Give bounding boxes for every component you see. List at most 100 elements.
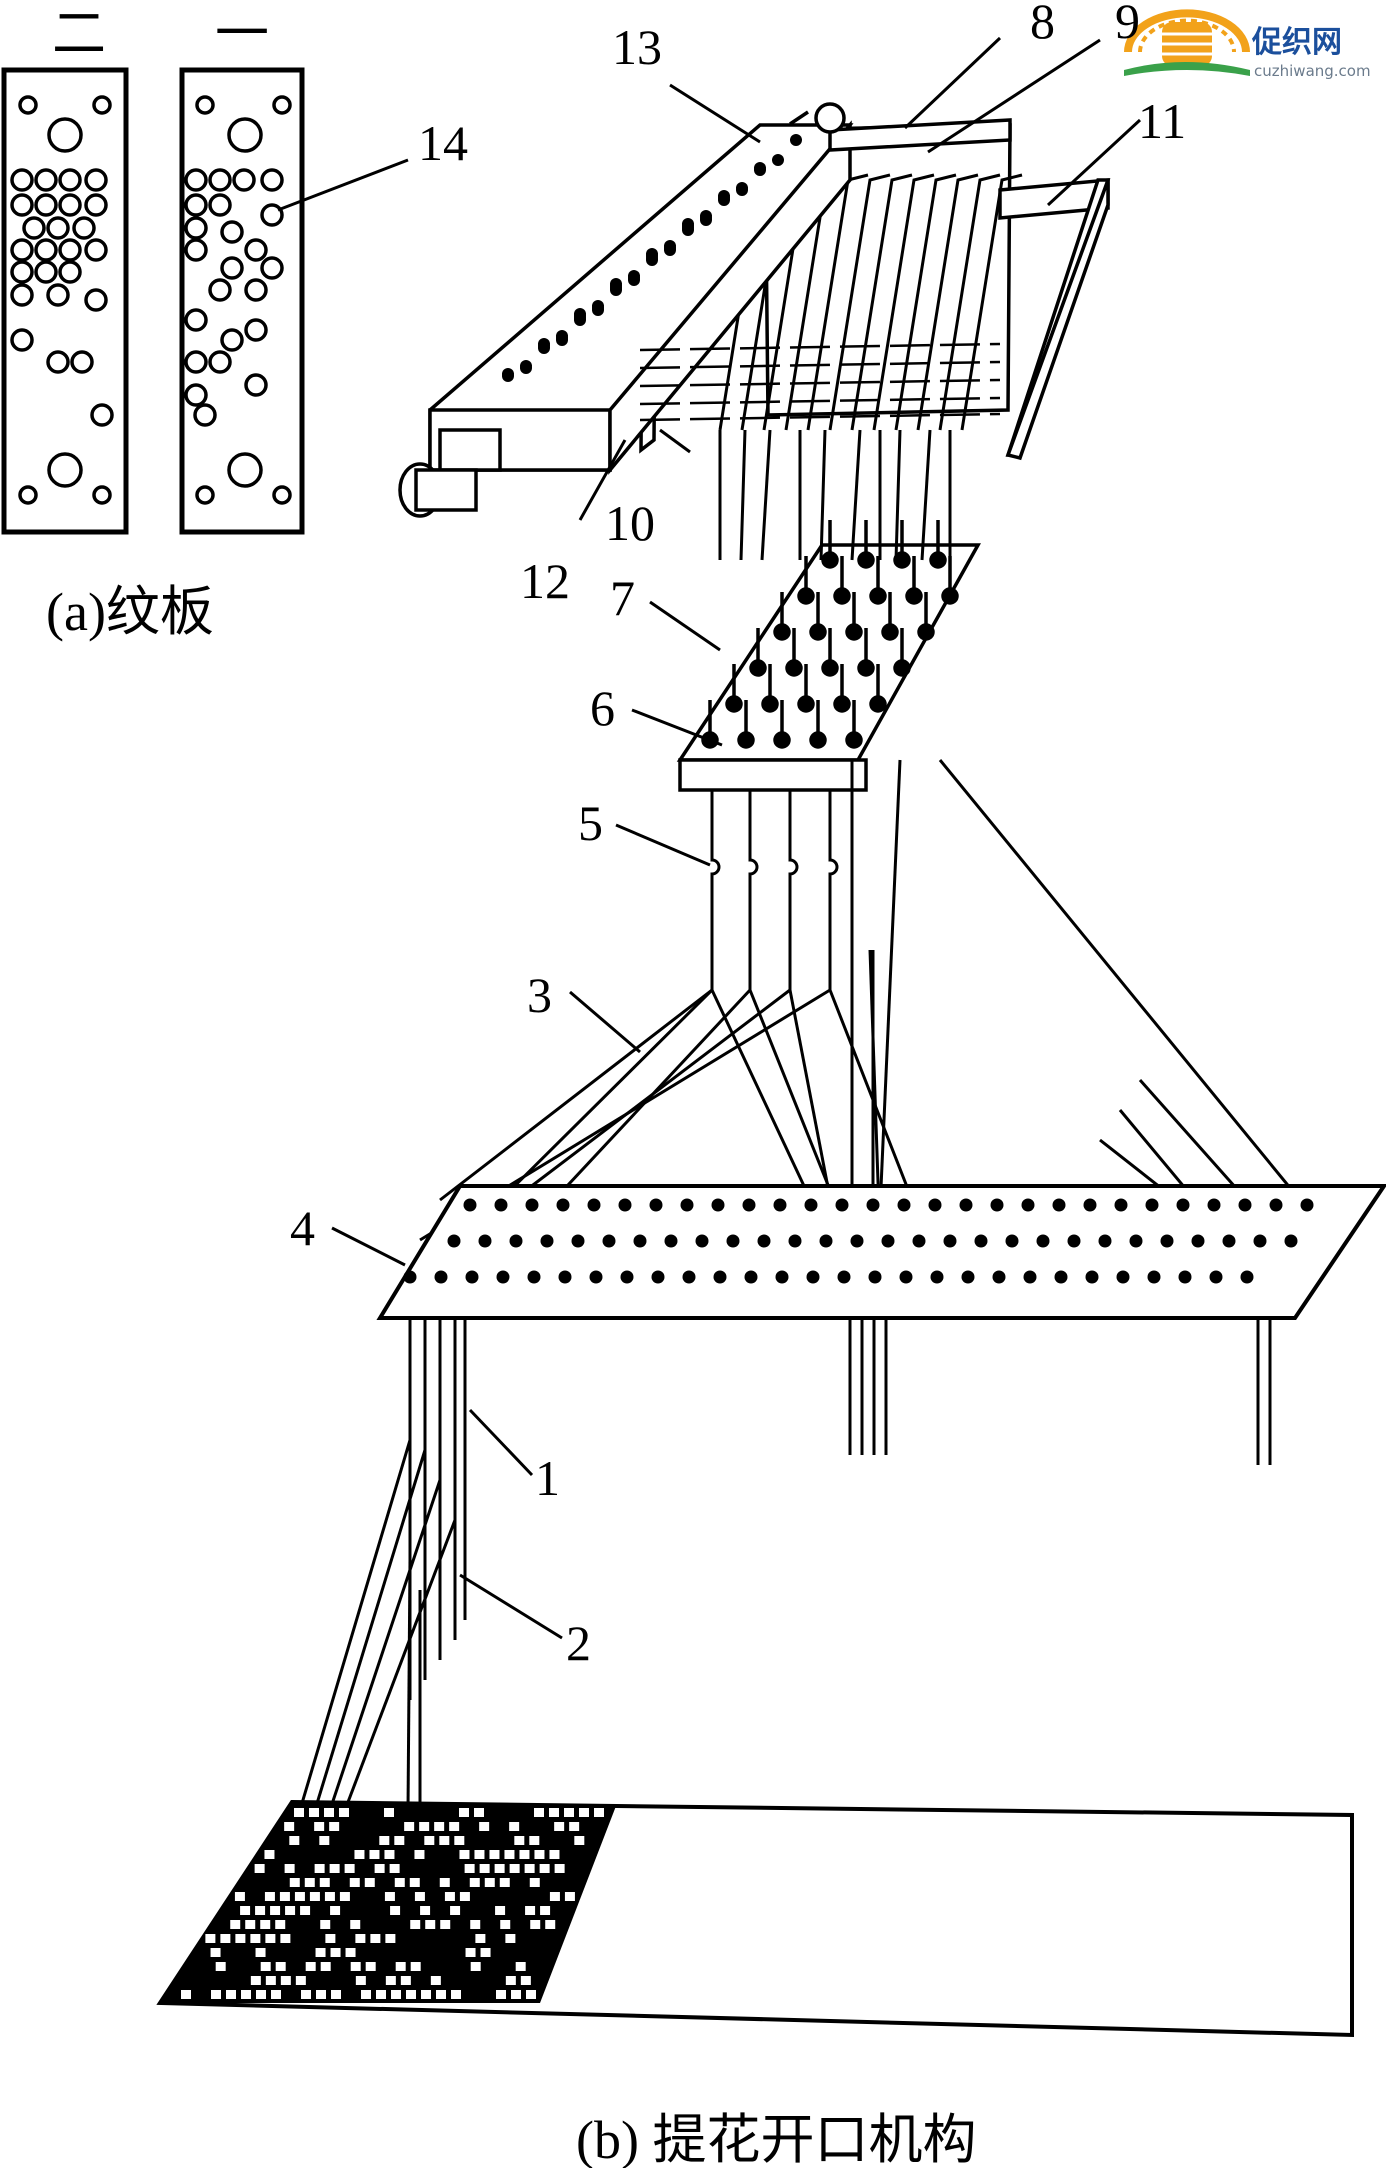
hook bbox=[938, 173, 1001, 431]
neck-cord bbox=[788, 790, 799, 990]
card-title-2: 二 bbox=[52, 4, 106, 64]
fabric-cell bbox=[339, 1808, 349, 1817]
fabric-cell bbox=[549, 1808, 559, 1817]
fabric-cell bbox=[300, 1906, 311, 1915]
plate-peg bbox=[809, 731, 827, 749]
fabric-cell bbox=[215, 1962, 226, 1971]
warp-thread bbox=[343, 1519, 457, 1811]
comber-hole bbox=[726, 1234, 740, 1248]
fabric-cell bbox=[374, 1864, 385, 1873]
figured-pattern-cells bbox=[181, 1808, 604, 1999]
comber-hole bbox=[618, 1198, 632, 1212]
fabric-cell bbox=[389, 1864, 400, 1873]
card-hole bbox=[260, 203, 284, 227]
card-hole bbox=[220, 256, 244, 280]
warp-thread bbox=[406, 1559, 412, 1811]
comber-hole bbox=[1269, 1198, 1283, 1212]
peg bbox=[502, 368, 514, 380]
head-cord bbox=[760, 429, 772, 561]
plate-peg bbox=[797, 695, 815, 713]
fabric-cell bbox=[469, 1878, 480, 1887]
fabric-cell bbox=[464, 1864, 475, 1873]
peg bbox=[682, 218, 694, 230]
fabric-cell bbox=[505, 1934, 516, 1943]
peg bbox=[556, 330, 568, 342]
card-holes bbox=[10, 95, 292, 505]
comber-hole bbox=[1145, 1198, 1159, 1212]
fabric-cell bbox=[280, 1934, 291, 1943]
comber-hole bbox=[806, 1270, 820, 1284]
card-hole bbox=[260, 256, 284, 280]
fabric-cell bbox=[309, 1808, 319, 1817]
comber-hole bbox=[509, 1234, 523, 1248]
fabric-cell bbox=[350, 1962, 361, 1971]
fabric-cell bbox=[294, 1892, 305, 1901]
fabric-cell bbox=[545, 1920, 556, 1929]
card-hole bbox=[193, 403, 217, 427]
comber-hole bbox=[1191, 1234, 1205, 1248]
peg bbox=[592, 300, 604, 312]
label-7: 7 bbox=[610, 570, 635, 626]
fabric-cell bbox=[324, 1808, 334, 1817]
card-hole bbox=[260, 168, 284, 192]
plate-peg bbox=[809, 623, 827, 641]
comber-hole bbox=[478, 1234, 492, 1248]
label-3: 3 bbox=[527, 967, 552, 1023]
harness-cord bbox=[938, 759, 1302, 1201]
comber-hole bbox=[1085, 1270, 1099, 1284]
comber-hole bbox=[899, 1270, 913, 1284]
card-hole bbox=[46, 216, 70, 240]
card-hole bbox=[84, 288, 108, 312]
card-hole bbox=[208, 193, 232, 217]
fabric-cell bbox=[241, 1990, 251, 1999]
fabric-cell bbox=[425, 1920, 436, 1929]
fabric-cell bbox=[220, 1934, 231, 1943]
label-5: 5 bbox=[578, 795, 603, 851]
fabric-cell bbox=[480, 1948, 491, 1957]
comber-hole bbox=[1116, 1270, 1130, 1284]
fabric-cell bbox=[379, 1836, 390, 1845]
fabric-cell bbox=[414, 1850, 425, 1859]
fabric-cell bbox=[440, 1920, 451, 1929]
card-hole bbox=[46, 283, 70, 307]
fabric-cell bbox=[264, 1892, 275, 1901]
comber-hole bbox=[1178, 1270, 1192, 1284]
fabric-cell bbox=[284, 1864, 295, 1873]
fabric-cell bbox=[459, 1892, 470, 1901]
comber-hole bbox=[1160, 1234, 1174, 1248]
fabric-cell bbox=[494, 1864, 505, 1873]
fabric-cell bbox=[289, 1836, 300, 1845]
horizontal-needles bbox=[639, 342, 1001, 422]
fabric-cell bbox=[270, 1906, 281, 1915]
plate-peg bbox=[773, 731, 791, 749]
leader-14 bbox=[277, 158, 409, 212]
fabric-cell bbox=[339, 1892, 350, 1901]
peg bbox=[664, 240, 676, 252]
fabric-cell bbox=[385, 1976, 396, 1985]
fabric-cell bbox=[529, 1878, 540, 1887]
fabric-cell bbox=[430, 1976, 441, 1985]
fabric-cell bbox=[534, 1850, 545, 1859]
plate-peg bbox=[869, 587, 887, 605]
fabric-cell bbox=[349, 1878, 360, 1887]
fabric-cell bbox=[439, 1878, 450, 1887]
fabric-cell bbox=[240, 1906, 251, 1915]
fabric-cell bbox=[384, 1850, 395, 1859]
fabric-cell bbox=[409, 1878, 420, 1887]
harness-cord bbox=[878, 759, 902, 1211]
fabric-cell bbox=[309, 1892, 320, 1901]
fabric-cell bbox=[470, 1920, 481, 1929]
card-hole bbox=[272, 485, 292, 505]
fabric-cell bbox=[454, 1836, 465, 1845]
comber-hole bbox=[664, 1234, 678, 1248]
comber-hole bbox=[835, 1198, 849, 1212]
logo-sun-arc bbox=[1124, 9, 1250, 53]
comber-hole bbox=[713, 1270, 727, 1284]
fabric-cell bbox=[504, 1850, 515, 1859]
hook bbox=[960, 173, 1023, 431]
card-hole bbox=[84, 238, 108, 262]
fabric-cell bbox=[414, 1892, 425, 1901]
fabric-cell bbox=[505, 1976, 516, 1985]
fabric-cell bbox=[211, 1990, 221, 1999]
